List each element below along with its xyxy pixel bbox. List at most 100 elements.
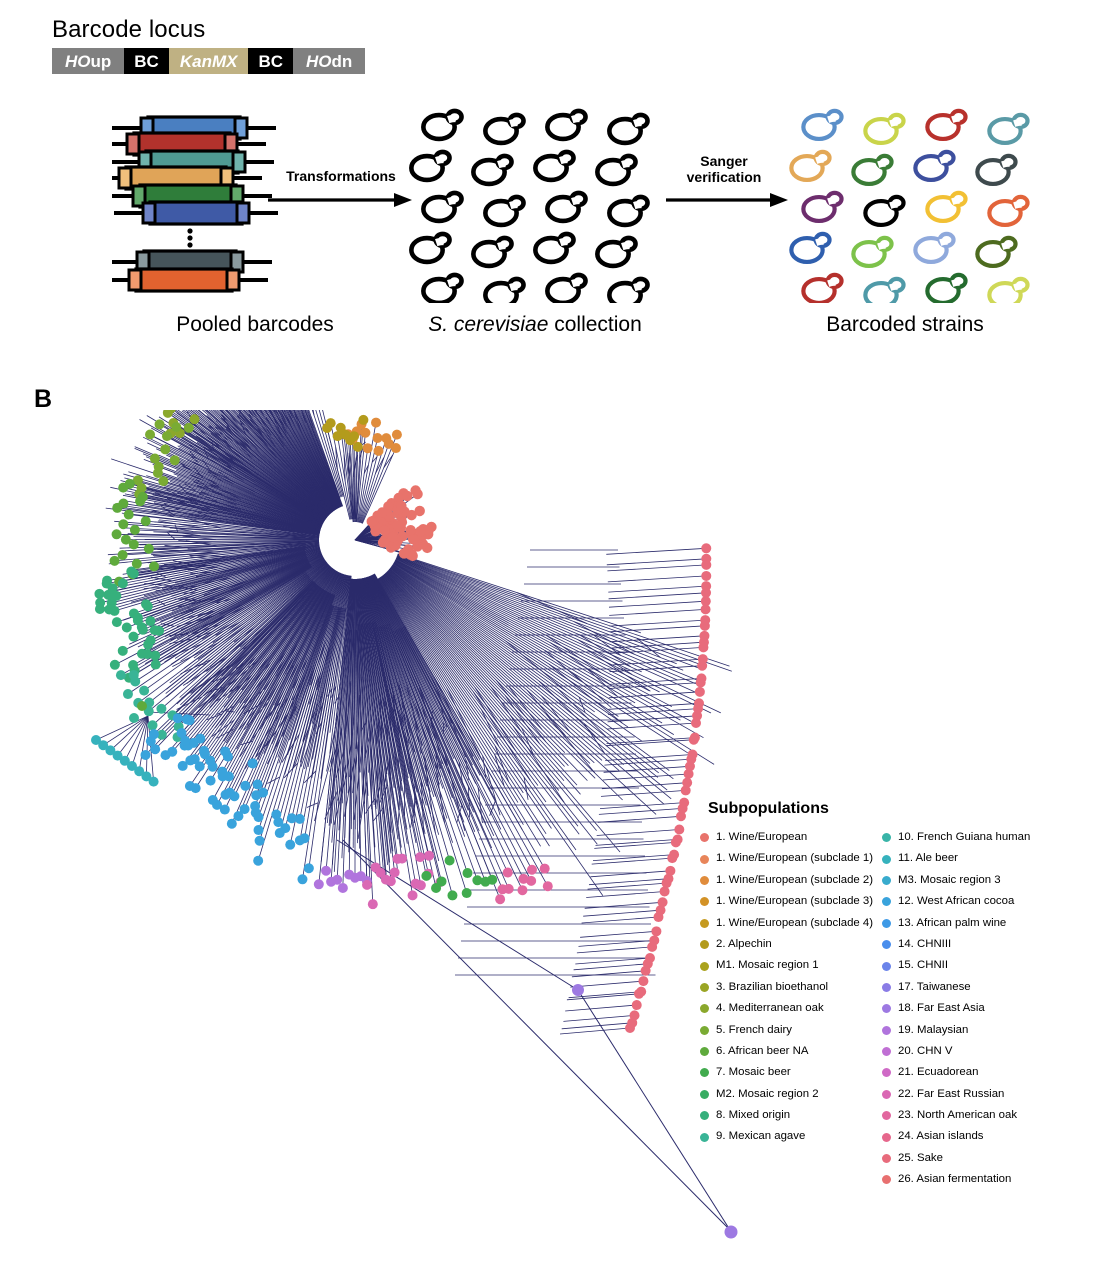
legend-item: 5. French dairy [700,1020,882,1041]
sanger-verification-arrow-icon [666,193,788,207]
legend-item-label: 1. Wine/European (subclade 2) [716,873,874,886]
tree-tip [172,713,183,724]
tree-tip [127,761,137,771]
tree-tip [150,744,161,755]
locus-ho-dn-plain: dn [331,51,353,71]
tree-tip [649,935,660,946]
locus-bc-left-label: BC [134,51,159,71]
tree-tip [95,597,106,608]
legend-item: 18. Far East Asia [882,998,1082,1019]
legend-color-dot [700,1025,709,1035]
caption-pooled-barcodes: Pooled barcodes [176,313,334,336]
legend-title: Subpopulations [708,800,829,817]
tree-tip [679,797,690,808]
tree-tip [169,455,180,466]
tree-tip [171,421,182,432]
tree-tip [638,976,649,987]
tree-tip [391,429,402,440]
tree-tip [112,750,123,761]
barcode-locus-title: Barcode locus [52,16,206,43]
legend-color-dot [700,1111,709,1121]
legend-item: 15. CHNII [882,955,1082,976]
tree-tip [251,790,262,801]
legend-item-label: 17. Taiwanese [898,980,971,993]
tree-tip [655,905,666,916]
tree-tip [480,876,491,887]
tree-tip [669,849,680,860]
legend-item: 9. Mexican agave [700,1126,882,1147]
legend-item: 8. Mixed origin [700,1105,882,1126]
tree-tip [117,645,128,656]
tree-tip [207,795,218,806]
panel-b-letter: B [34,385,53,413]
tree-tip [143,543,154,554]
legend-color-dot [700,1089,709,1099]
legend-color-dot [882,1154,891,1164]
tree-tip [253,825,264,836]
legend-item: 10. French Guiana human [882,827,1082,848]
legend-color-dot [700,961,709,971]
tree-tip [117,578,128,589]
legend-item: 14. CHNIII [882,934,1082,955]
legend-color-dot [700,1004,709,1014]
tree-tip [697,654,708,665]
legend-item-label: M3. Mosaic region 3 [898,873,1001,886]
transformations-arrow-icon [268,193,412,207]
legend-color-dot [700,918,709,928]
legend-color-dot [700,1132,709,1142]
tree-tip [247,758,258,769]
tree-tip [659,886,670,897]
tree-tip [389,867,400,878]
tree-tip [156,729,167,740]
tree-tip [344,869,355,880]
tree-tip [128,539,139,550]
locus-segment-bc-left: BC [124,48,169,74]
tree-tip [128,660,139,671]
tree-tip [150,659,161,670]
legend-item-label: 23. North American oak [898,1109,1018,1122]
locus-segment-kanmx: KanMX [168,48,249,74]
tree-tip [98,740,109,751]
legend-color-dot [700,1068,709,1078]
legend-item-label: 12. West African cocoa [898,895,1015,908]
tree-tip [410,878,421,889]
cerevisiae-collection-diagram [409,108,650,303]
tree-tip [111,529,122,540]
tree-tip [461,888,472,899]
tree-tip [109,659,120,670]
tree-tip [352,441,363,452]
tree-tip [183,422,194,433]
legend-item-label: 25. Sake [898,1151,943,1164]
legend-item: M3. Mosaic region 3 [882,870,1082,891]
tree-tip [137,701,147,711]
caption-species-italic: S. cerevisiae [428,313,549,336]
sanger-line-1: Sanger [700,153,748,169]
tree-tip [150,650,161,661]
tree-tip [271,809,282,820]
tree-tip [111,590,122,601]
legend-color-dot [882,1132,891,1142]
tree-tip [115,670,126,681]
legend-item-label: 20. CHN V [898,1044,953,1057]
legend-item: M1. Mosaic region 1 [700,955,882,976]
tree-tip [406,509,417,521]
tree-tip [379,525,390,536]
tree-tip [629,1010,640,1021]
tree-tip [219,804,230,815]
sanger-verification-label: Sanger verification [664,153,784,185]
legend-color-dot [700,897,709,907]
legend-item-label: 7. Mosaic beer [716,1066,791,1079]
legend-item: 4. Mediterranean oak [700,998,882,1019]
legend-color-dot [882,1175,891,1185]
barcoded-strains-diagram [789,108,1030,303]
legend-color-dot [882,918,891,928]
locus-ho-up-italic: HO [65,51,91,71]
tree-tip [156,703,167,714]
tree-tip [700,615,711,626]
legend-color-dot [700,875,709,885]
tree-tip [176,727,187,738]
legend-item: 7. Mosaic beer [700,1062,882,1083]
